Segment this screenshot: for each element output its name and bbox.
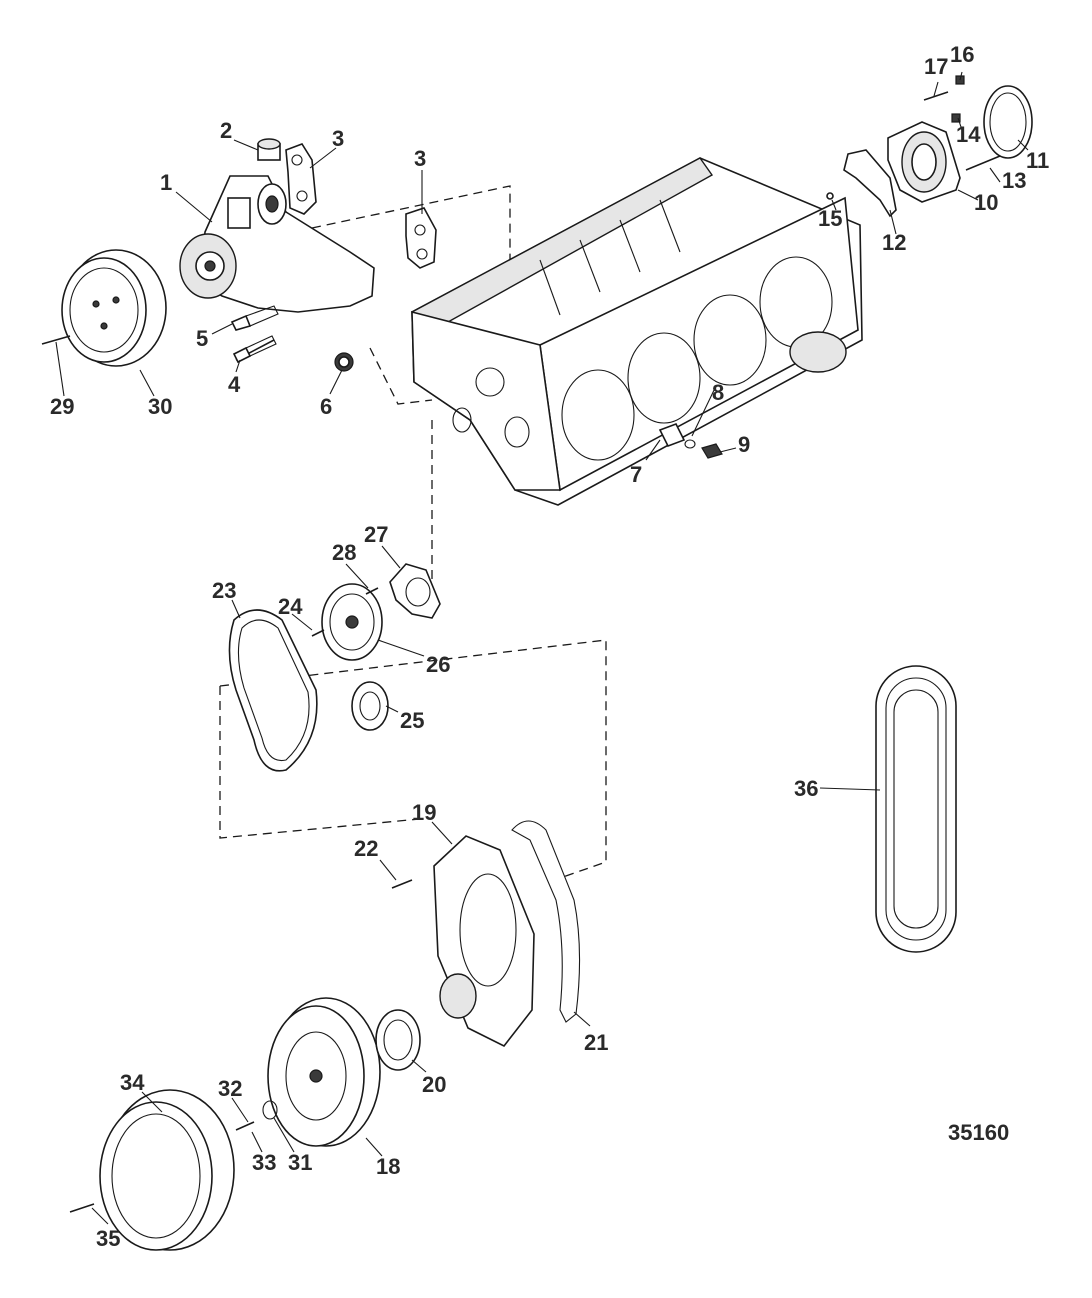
callout-16: 16 — [950, 42, 974, 67]
callout-25: 25 — [400, 708, 424, 733]
callout-28: 28 — [332, 540, 356, 565]
thrust-plate — [389, 563, 441, 619]
engine-block — [410, 157, 863, 506]
drain-fitting — [658, 422, 723, 459]
cover-bolt — [391, 879, 413, 889]
callout-34: 34 — [120, 1070, 145, 1095]
crank-sprocket — [351, 681, 389, 731]
callout-13: 13 — [1002, 168, 1026, 193]
front-pulley — [99, 1089, 235, 1251]
callout-19: 19 — [412, 800, 436, 825]
pipe-plug — [257, 138, 281, 161]
callout-29: 29 — [50, 394, 74, 419]
callout-27: 27 — [364, 522, 388, 547]
callout-4: 4 — [228, 372, 241, 397]
callout-36: 36 — [794, 776, 818, 801]
front-seal — [375, 1009, 421, 1071]
callout-33: 33 — [252, 1150, 276, 1175]
callout-8: 8 — [712, 380, 724, 405]
cam-sprocket — [321, 583, 383, 661]
callout-24: 24 — [278, 594, 303, 619]
callout-12: 12 — [882, 230, 906, 255]
callout-18: 18 — [376, 1154, 400, 1179]
figure-number: 35160 — [948, 1120, 1009, 1145]
callout-11: 11 — [1026, 148, 1049, 173]
callout-26: 26 — [426, 652, 450, 677]
callout-6: 6 — [320, 394, 332, 419]
callout-30: 30 — [148, 394, 172, 419]
callout-35: 35 — [96, 1226, 120, 1251]
timing-cover — [433, 835, 535, 1048]
callout-14: 14 — [956, 122, 981, 147]
water-pump-gasket-right — [405, 207, 437, 269]
crank-pulley-front — [41, 249, 167, 367]
bolt-5 — [230, 305, 279, 331]
block-valley — [539, 199, 681, 316]
callout-7: 7 — [630, 462, 642, 487]
callout-17: 17 — [924, 54, 948, 79]
plug-6 — [334, 352, 354, 372]
rear-seal-ring — [983, 85, 1033, 159]
callout-22: 22 — [354, 836, 378, 861]
washer-and-bolt — [69, 1100, 278, 1213]
sprocket-bolts — [311, 587, 379, 637]
timing-cover-gasket — [511, 820, 581, 1023]
callout-3a: 3 — [332, 126, 344, 151]
callout-10: 10 — [974, 190, 998, 215]
harmonic-balancer — [267, 997, 381, 1147]
stud — [232, 335, 277, 364]
serpentine-belt — [875, 665, 957, 953]
callout-labels: 1 2 3 3 4 5 6 7 8 9 10 11 12 13 14 15 16… — [50, 42, 1049, 1251]
rear-seal-gasket — [843, 149, 897, 218]
callout-31: 31 — [288, 1150, 312, 1175]
callout-15: 15 — [818, 206, 842, 231]
leader-lines — [55, 71, 1029, 1225]
callout-1: 1 — [160, 170, 172, 195]
callout-20: 20 — [422, 1072, 446, 1097]
callout-21: 21 — [584, 1030, 608, 1055]
callout-32: 32 — [218, 1076, 242, 1101]
water-pump-gasket-left — [285, 143, 317, 215]
callout-2: 2 — [220, 118, 232, 143]
callout-3b: 3 — [414, 146, 426, 171]
water-pump — [179, 175, 375, 313]
rear-seal-housing — [887, 121, 961, 203]
callout-9: 9 — [738, 432, 750, 457]
callout-5: 5 — [196, 326, 208, 351]
timing-chain — [228, 609, 318, 772]
callout-23: 23 — [212, 578, 236, 603]
